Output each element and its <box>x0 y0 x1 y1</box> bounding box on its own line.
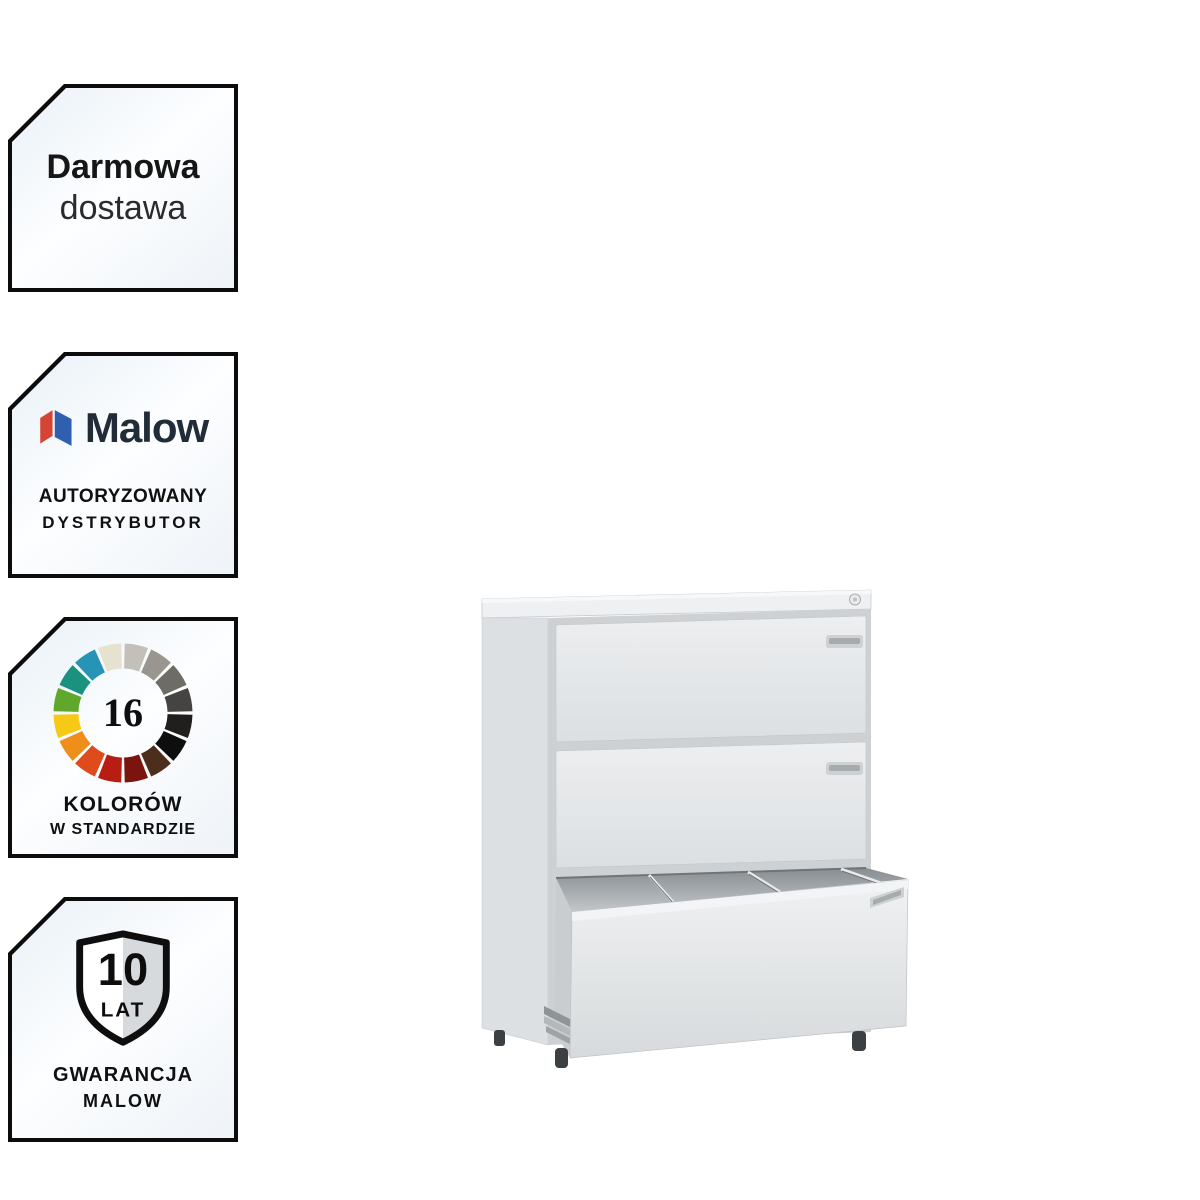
cabinet-top <box>481 589 872 619</box>
file-rail <box>840 867 882 885</box>
cabinet-foot-front-left <box>555 1048 568 1068</box>
product-photo-filing-cabinet <box>468 578 938 1118</box>
free-delivery-line1: Darmowa <box>46 148 200 187</box>
color-wheel-segment <box>59 730 91 761</box>
color-count: 16 <box>103 690 143 735</box>
open-drawer-interior <box>555 867 908 912</box>
color-wheel-segment <box>141 648 171 681</box>
file-rail <box>647 874 675 903</box>
color-wheel-segment <box>53 713 82 738</box>
color-wheel-segment <box>53 687 82 712</box>
warranty-shield-icon: 10 LAT <box>76 929 170 1046</box>
warranty-years: 10 <box>98 944 148 995</box>
distributor-line1: AUTORYZOWANY <box>38 485 208 507</box>
cabinet-left-side <box>481 617 549 1046</box>
color-wheel-segment <box>75 648 105 681</box>
free-delivery-line2: dostawa <box>59 189 187 227</box>
distributor-line2: DYSTRYBUTOR <box>42 512 204 532</box>
color-wheel-segment <box>124 754 148 782</box>
warranty-line2: MALOW <box>83 1090 163 1111</box>
lock-icon <box>849 593 861 606</box>
file-rail <box>747 870 781 894</box>
badge-color-options-inner: 16 KOLORÓW W STANDARDZIE <box>12 621 234 854</box>
badge-free-delivery-inner: Darmowa dostawa <box>12 88 234 288</box>
color-wheel-segment <box>155 664 187 695</box>
badge-free-delivery: Darmowa dostawa <box>8 84 238 292</box>
drawer-top <box>555 615 867 743</box>
drawer-middle <box>555 741 867 869</box>
cabinet-feet <box>494 1030 866 1051</box>
badge-warranty: 10 LAT GWARANCJA MALOW <box>8 897 238 1142</box>
colors-line2: W STANDARDZIE <box>49 820 197 838</box>
badge-warranty-inner: 10 LAT GWARANCJA MALOW <box>12 901 234 1138</box>
color-wheel-segment <box>164 687 193 712</box>
colors-line1: KOLORÓW <box>63 792 183 816</box>
brand-row: Malow <box>38 403 209 452</box>
color-wheel-segment <box>75 744 105 777</box>
color-wheel-segment <box>98 754 122 782</box>
badge-authorized-distributor-inner: Malow AUTORYZOWANY DYSTRYBUTOR <box>12 356 234 574</box>
color-wheel-segment <box>98 643 122 671</box>
color-wheel-segments <box>53 643 193 782</box>
warranty-unit: LAT <box>101 998 146 1021</box>
drawer-open <box>569 879 909 1059</box>
color-wheel-segment <box>164 713 193 738</box>
warranty-line1: GWARANCJA <box>52 1063 194 1086</box>
brand-name: Malow <box>84 403 209 451</box>
color-wheel: 16 <box>53 643 193 782</box>
badge-authorized-distributor: Malow AUTORYZOWANY DYSTRYBUTOR <box>8 352 238 578</box>
filing-cabinet-illustration <box>481 589 909 1068</box>
color-wheel-segment <box>59 664 91 695</box>
color-wheel-segment <box>141 744 171 777</box>
badge-color-options: 16 KOLORÓW W STANDARDZIE <box>8 617 238 858</box>
drawer-slide-rails <box>544 878 572 1058</box>
malow-logo-icon <box>40 409 72 446</box>
color-wheel-segment <box>124 643 148 671</box>
color-wheel-segment <box>155 730 187 761</box>
